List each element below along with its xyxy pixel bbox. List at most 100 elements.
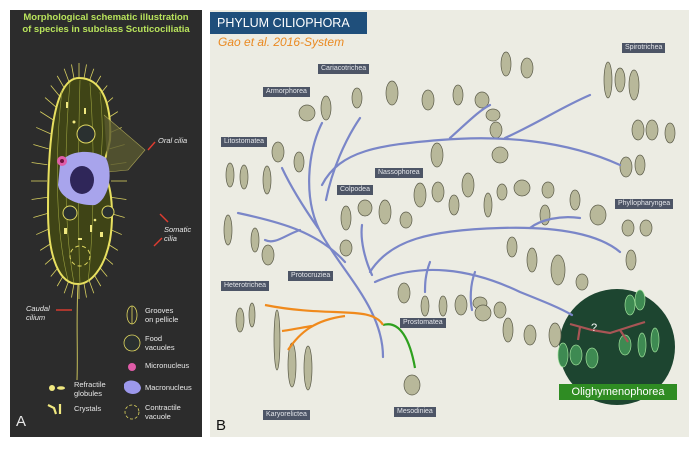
- organism-drawing: [500, 51, 512, 77]
- organism-drawing: [223, 214, 233, 246]
- tree-branch-heterotrichea-karyorelictea: [264, 303, 384, 351]
- organism-drawing: [502, 317, 514, 343]
- organism-drawing: [631, 119, 645, 141]
- class-label-heterotrichea: Heterotrichea: [221, 281, 270, 291]
- organism-drawing: [448, 194, 460, 216]
- organism-drawing: [614, 67, 626, 93]
- organism-drawing: [569, 344, 583, 366]
- organism-drawing: [271, 141, 285, 163]
- organism-drawing: [603, 61, 613, 99]
- organism-drawing: [506, 236, 518, 258]
- organism-drawing: [293, 151, 305, 173]
- organism-drawing: [420, 295, 430, 317]
- cilium: [56, 75, 65, 89]
- organism-drawing: [454, 294, 468, 316]
- organism-drawing: [385, 80, 399, 106]
- organism-drawing: [474, 91, 490, 109]
- cilium: [33, 144, 49, 150]
- organism-drawing: [397, 282, 411, 304]
- panel-b-title: PHYLUM CILIOPHORA: [210, 12, 367, 34]
- class-label-karyorelictea: Karyorelictea: [263, 410, 310, 420]
- organism-drawing: [248, 302, 256, 328]
- cilium: [39, 111, 54, 121]
- uncertain-placement-mark: ?: [591, 322, 598, 334]
- cilium: [88, 279, 95, 294]
- panel-b-subtitle: Gao et al. 2016-System: [218, 35, 345, 49]
- organism-drawing: [520, 57, 534, 79]
- cilium: [83, 64, 87, 79]
- class-label-colpodea: Colpodea: [337, 185, 373, 195]
- organism-drawing: [261, 244, 275, 266]
- organism-drawing: [557, 342, 569, 368]
- organism-drawing: [489, 121, 503, 139]
- contractile-vacuole: [69, 245, 91, 267]
- organism-drawing: [575, 273, 589, 291]
- class-label-prostomatea: Prostomatea: [400, 318, 446, 328]
- class-label-litostomatea: Litostomatea: [221, 137, 268, 147]
- organism-drawing: [483, 192, 493, 218]
- organism-drawings: [223, 51, 676, 396]
- organism-drawing: [438, 295, 448, 317]
- organism-drawing: [403, 374, 421, 396]
- cilium: [31, 196, 48, 200]
- organism-drawing: [496, 183, 508, 201]
- organism-drawing: [628, 69, 640, 101]
- organism-drawing: [399, 211, 413, 229]
- label-oral-cilia: Oral cilia: [158, 136, 188, 145]
- class-label-protocruziea: Protocruziea: [288, 271, 334, 281]
- organism-drawing: [339, 239, 353, 257]
- organism-drawing: [664, 122, 676, 144]
- organism-drawing: [526, 247, 538, 273]
- organism-drawing: [250, 227, 260, 253]
- class-label-nassophorea: Nassophorea: [375, 168, 423, 178]
- organism-drawing: [461, 172, 475, 198]
- cilium: [33, 212, 49, 218]
- organism-drawing: [541, 181, 555, 199]
- organism-drawing: [493, 301, 507, 319]
- organism-drawing: [262, 165, 272, 195]
- tree-branch-mesodiniea: [382, 323, 417, 369]
- cilium: [36, 127, 51, 135]
- class-label-phyllopharyngea: Phyllopharyngea: [615, 199, 674, 209]
- organism-drawing: [569, 189, 581, 211]
- organism-drawing: [585, 347, 599, 369]
- organism-drawing: [645, 119, 659, 141]
- cilium: [71, 64, 75, 79]
- organism-drawing: [413, 182, 427, 208]
- olighymenophorea-highlight: [559, 289, 675, 405]
- panel-a-letter: A: [16, 413, 27, 430]
- food-vacuole: [76, 124, 96, 144]
- pointer-arrows: [56, 141, 169, 311]
- organism-drawing: [621, 219, 635, 237]
- organism-drawing: [523, 324, 537, 346]
- organism-drawing: [634, 289, 646, 311]
- organism-drawing: [589, 204, 607, 226]
- legend-macronucleus: Macronucleus: [145, 383, 192, 392]
- class-label-cariacotrichea: Cariacotrichea: [318, 64, 370, 74]
- class-label-olighymenophorea: Olighymenophorea: [559, 384, 677, 400]
- legend-icons: [123, 305, 141, 420]
- cilium: [110, 196, 127, 200]
- organism-drawing: [452, 84, 464, 106]
- organism-drawing: [351, 87, 363, 109]
- tree-main-branches: [236, 93, 622, 359]
- organism-drawing: [273, 309, 281, 371]
- organism-drawing: [421, 89, 435, 111]
- organism-drawing: [431, 181, 445, 203]
- organism-drawing: [239, 164, 249, 190]
- crystals-and-globules: [64, 102, 103, 240]
- organism-drawing: [618, 334, 632, 356]
- organism-drawing: [378, 199, 392, 225]
- cilium: [44, 97, 57, 108]
- organism-drawing: [639, 219, 653, 237]
- cilium: [50, 85, 61, 98]
- organism-drawing: [357, 199, 373, 217]
- cilium: [71, 283, 75, 298]
- organism-drawing: [625, 249, 637, 271]
- organism-drawing: [485, 108, 501, 122]
- cilium: [83, 283, 87, 298]
